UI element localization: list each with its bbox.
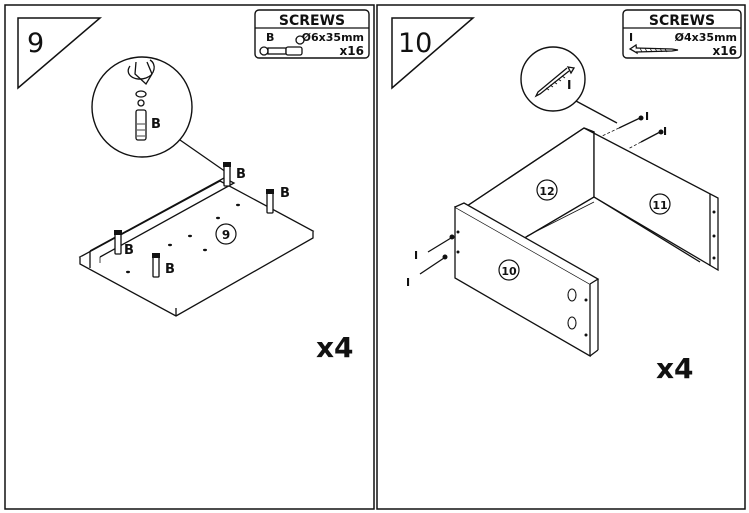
cam-bolt-1-label: B	[236, 167, 246, 182]
legend-title: SCREWS	[649, 13, 715, 29]
cam-bolt-3-label: B	[124, 243, 134, 258]
legend-screw-qty: x16	[713, 44, 737, 58]
screw-top-2: I	[640, 125, 667, 143]
step-number-badge	[17, 17, 103, 90]
step-number: 9	[27, 28, 44, 59]
cam-bolt-3: B	[114, 230, 134, 258]
legend-screw-code: I	[629, 31, 633, 44]
drawer-box: 12 11 10	[454, 127, 719, 358]
panel-label-12: 12	[539, 185, 554, 198]
cam-bolt-icon	[259, 35, 305, 56]
zoom-detail-circle: I	[520, 46, 586, 112]
multiplier-step-10: x4	[656, 352, 694, 385]
panel-frame-step-10	[376, 4, 746, 510]
legend-screw-qty: x16	[340, 44, 364, 58]
step-number-badge	[391, 17, 476, 90]
screw-top-1-label: I	[645, 110, 649, 123]
cam-bolt-1: B	[223, 162, 246, 187]
zoom-callout-i: I	[567, 78, 571, 92]
legend-screw-code: B	[266, 31, 274, 44]
screw-left-2-label: I	[406, 276, 410, 289]
cam-bolt-4: B	[152, 253, 175, 278]
step-number: 10	[398, 28, 432, 59]
cam-bolt-4-label: B	[165, 262, 175, 277]
panel-frame-step-9	[4, 4, 375, 510]
panel-label-11: 11	[652, 199, 667, 212]
multiplier-step-9: x4	[316, 331, 354, 364]
zoom-detail-circle: B	[91, 56, 193, 158]
cam-bolt-2: B	[266, 186, 290, 214]
screw-left-1-label: I	[414, 249, 418, 262]
step-9-panel: 9 SCREWS B Ø6x35mm x16	[17, 9, 370, 364]
legend-screw-size: Ø6x35mm	[302, 31, 364, 44]
zoom-leader-line	[179, 139, 227, 173]
legend-screw-size: Ø4x35mm	[675, 31, 737, 44]
zoom-callout-b: B	[151, 117, 161, 132]
wood-screw-icon	[628, 43, 679, 55]
panel-label-9: 9	[222, 228, 230, 242]
panel-label-10: 10	[501, 265, 517, 278]
screw-left-1: I	[414, 234, 455, 262]
step-10-panel: 10 SCREWS I Ø4x35mm x16 I	[391, 9, 742, 385]
screws-legend: SCREWS B Ø6x35mm x16	[254, 9, 370, 59]
screw-left-2: I	[406, 254, 448, 289]
cam-bolt-2-label: B	[280, 186, 290, 201]
screws-legend: SCREWS I Ø4x35mm x16	[622, 9, 742, 59]
shelf-panel: 9	[78, 177, 315, 317]
zoom-leader-line	[575, 100, 618, 124]
legend-title: SCREWS	[279, 13, 345, 29]
screw-top-2-label: I	[663, 125, 667, 138]
screw-top-1: I	[618, 110, 649, 129]
